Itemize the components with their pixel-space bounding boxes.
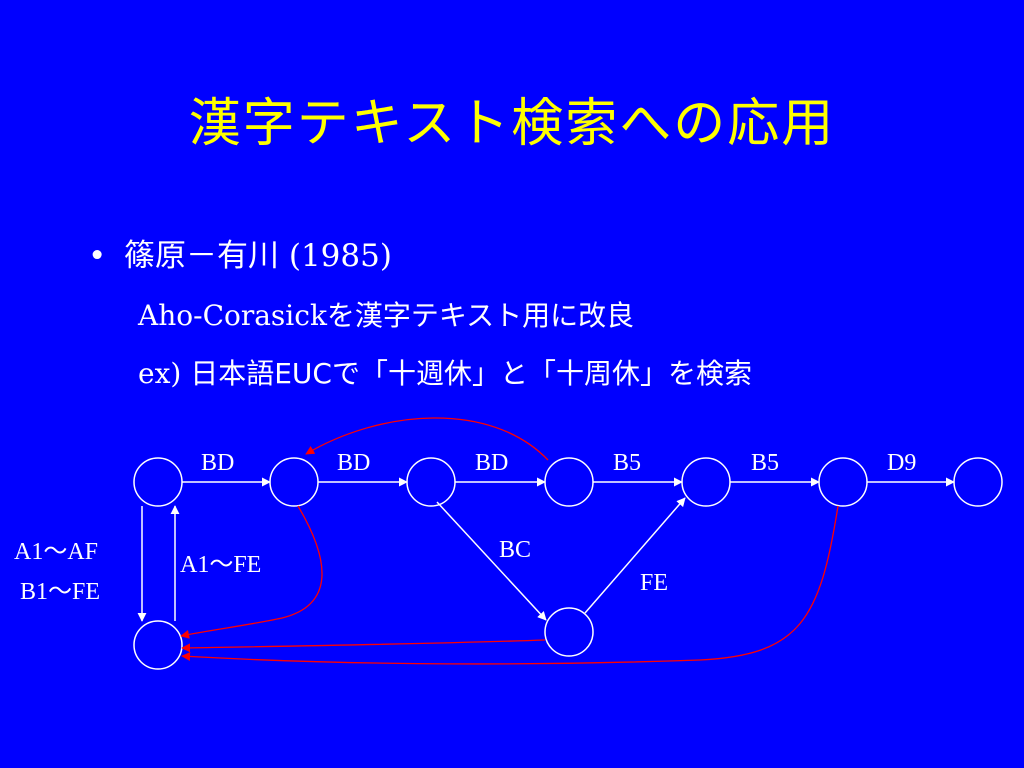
failure-edge-7-8	[181, 639, 546, 653]
state-node-7	[544, 607, 594, 657]
label-edge-5-6: D9	[887, 450, 916, 476]
state-node-5	[818, 457, 868, 507]
goto-edge-7-4	[584, 497, 686, 614]
failure-edge-5-8	[181, 505, 839, 665]
algorithm-name: Aho-Corasick	[138, 299, 327, 332]
label-edge-0-1: BD	[201, 450, 234, 476]
example-prefix: ex)	[138, 357, 182, 390]
label-loop-out-2: B1～FE	[20, 579, 100, 605]
state-node-6	[953, 457, 1003, 507]
state-node-0	[133, 457, 183, 507]
state-node-4	[681, 457, 731, 507]
slide-title: 漢字テキスト検索への応用	[188, 94, 836, 154]
state-node-1	[269, 457, 319, 507]
label-edge-7-4: FE	[640, 570, 668, 596]
label-loop-out-1: A1～AF	[14, 539, 98, 565]
bullet-marker: •	[88, 238, 107, 274]
failure-edge-3-1	[305, 417, 549, 461]
state-node-2	[406, 457, 456, 507]
example-line: ex) 日本語EUCで「十週休」と「十周休」を検索	[138, 354, 752, 394]
author-year: (1985)	[288, 238, 392, 274]
example-text: 日本語EUCで「十週休」と「十周休」を検索	[190, 357, 752, 390]
bullet-author: • 篠原－有川 (1985)	[88, 234, 392, 278]
description-text: を漢字テキスト用に改良	[326, 299, 635, 332]
author-name: 篠原－有川	[124, 238, 279, 274]
label-edge-2-7: BC	[499, 537, 531, 563]
label-edge-4-5: B5	[751, 450, 779, 476]
label-loop-back: A1～FE	[180, 552, 261, 578]
label-edge-1-2: BD	[337, 450, 370, 476]
description-line: Aho-Corasickを漢字テキスト用に改良	[138, 296, 634, 336]
goto-edge-2-7	[436, 501, 547, 621]
label-edge-2-3: BD	[475, 450, 508, 476]
state-node-3	[544, 457, 594, 507]
state-node-8	[133, 620, 183, 670]
label-edge-3-4: B5	[613, 450, 641, 476]
failure-edge-1-8	[180, 505, 323, 639]
